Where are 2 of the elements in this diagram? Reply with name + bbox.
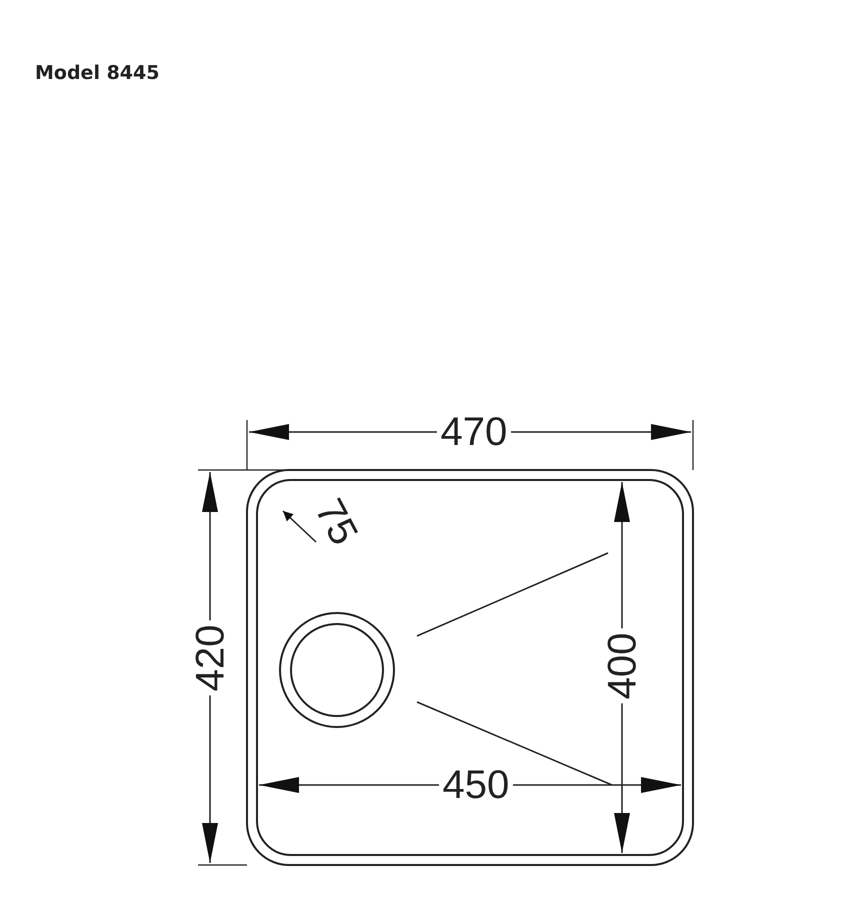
dimension-label: 75 xyxy=(306,491,366,554)
model-title: Model 8445 xyxy=(35,62,160,84)
